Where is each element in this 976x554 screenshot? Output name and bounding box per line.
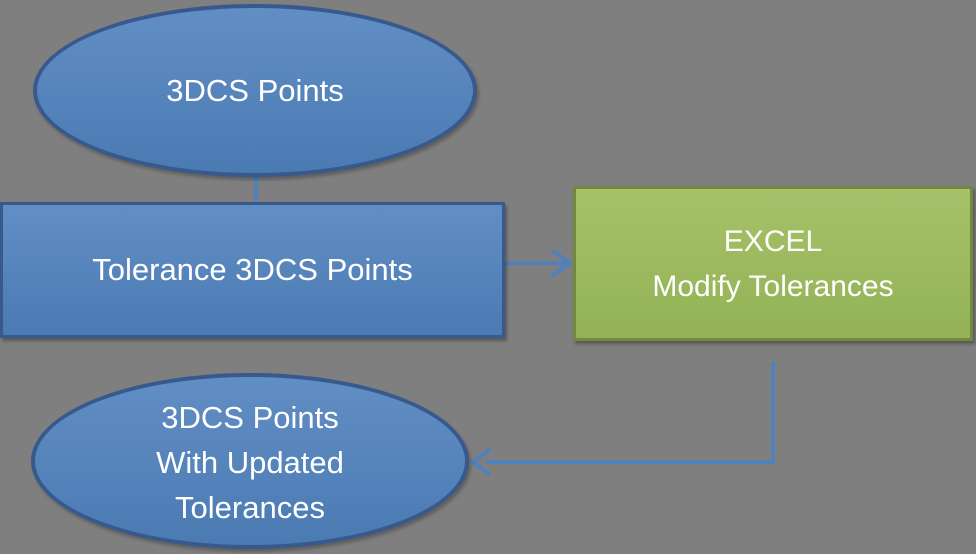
- node-updated-tolerances: 3DCS Points With Updated Tolerances: [31, 373, 469, 549]
- node-3dcs-points: 3DCS Points: [33, 4, 477, 177]
- arrow-tolerance-to-excel: [505, 249, 572, 277]
- node-updated-label-line2: With Updated: [156, 445, 344, 480]
- node-3dcs-points-label: 3DCS Points: [166, 72, 344, 108]
- node-tolerance-3dcs-points: Tolerance 3DCS Points: [0, 202, 505, 338]
- node-excel-label-line1: EXCEL: [723, 224, 823, 258]
- arrowhead-left-icon: [471, 448, 491, 476]
- node-updated-label-line1: 3DCS Points: [161, 400, 339, 435]
- arrowhead-right-icon: [551, 249, 572, 277]
- node-excel-label-line2: Modify Tolerances: [652, 269, 894, 303]
- node-updated-label-line3: Tolerances: [175, 490, 325, 525]
- arrow-excel-to-updated: [471, 362, 775, 476]
- node-excel-modify-tolerances: EXCEL Modify Tolerances: [573, 186, 973, 341]
- node-tolerance-label: Tolerance 3DCS Points: [92, 252, 413, 287]
